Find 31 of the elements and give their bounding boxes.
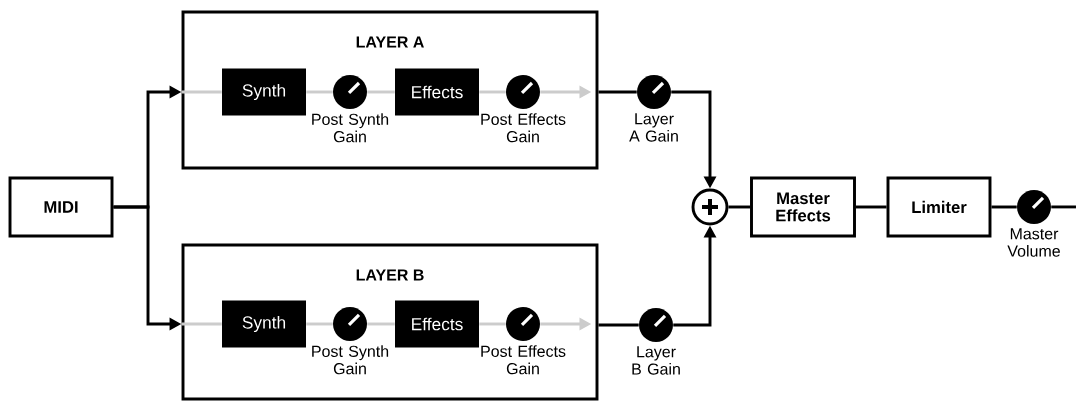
knob-label: Post Synth Gain: [312, 113, 389, 143]
panel-title: LAYER B: [356, 269, 424, 281]
connector: [367, 90, 395, 94]
knob-label: Post Effects Gain: [481, 345, 566, 375]
connector: [479, 322, 506, 326]
connector: [1051, 205, 1076, 209]
connector: [306, 322, 333, 326]
sum-junction: [691, 188, 729, 226]
connector: [598, 323, 639, 327]
connector: [479, 90, 506, 94]
connector: [855, 205, 887, 209]
knob-label: Master Volume: [1007, 228, 1060, 257]
knob-label: Layer B Gain: [632, 346, 680, 375]
connector: [367, 322, 395, 326]
connector: [181, 322, 222, 326]
connector: [991, 205, 1017, 209]
connector: [181, 90, 222, 94]
connector: [598, 90, 637, 94]
connector: [306, 90, 333, 94]
module-block: Effects: [395, 68, 479, 116]
process-box: MIDI: [8, 176, 114, 238]
module-block: Synth: [222, 68, 306, 116]
module-block: Synth: [222, 300, 306, 348]
knob-label: Post Effects Gain: [481, 113, 566, 143]
process-box: Limiter: [886, 176, 992, 238]
knob-label: Post Synth Gain: [312, 345, 389, 375]
connector: [728, 205, 751, 209]
process-box: Master Effects: [750, 176, 856, 238]
panel-title: LAYER A: [356, 36, 424, 48]
knob-label: Layer A Gain: [629, 113, 678, 142]
module-block: Effects: [395, 300, 479, 348]
